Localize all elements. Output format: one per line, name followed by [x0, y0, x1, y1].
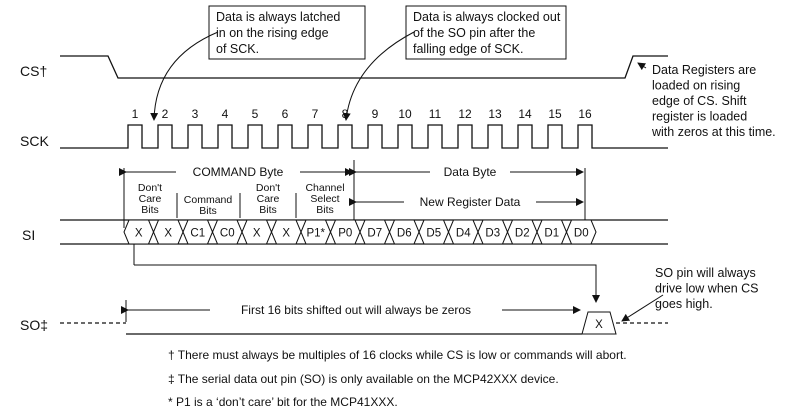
clock-number: 5	[252, 107, 259, 121]
si-bit-cell	[565, 219, 597, 245]
sck-label: SCK	[20, 133, 49, 149]
registers-note-line: edge of CS. Shift	[652, 94, 747, 108]
registers-note-line: with zeros at this time.	[651, 125, 776, 139]
sck-waveform	[60, 124, 668, 149]
footnote-1: † There must always be multiples of 16 c…	[168, 348, 627, 362]
registers-arrow	[637, 62, 647, 71]
so-low-note: SO pin will always drive low when CSgoes …	[655, 266, 759, 311]
si-bit-label: C0	[220, 228, 235, 240]
callout-latched-line: Data is always latched	[216, 10, 340, 24]
si-bit-label: D4	[456, 228, 471, 240]
field-label-dont-care-1: Bits	[141, 204, 159, 216]
so-bit: X	[595, 319, 603, 331]
field-label-command: Bits	[199, 205, 217, 217]
clock-number: 12	[458, 107, 472, 121]
clock-number: 7	[312, 107, 319, 121]
field-label-dont-care-1: Care	[139, 193, 162, 205]
callout-clocked-line: of the SO pin after the	[413, 26, 535, 40]
cs-label: CS†	[20, 63, 47, 79]
so-label: SO‡	[20, 317, 48, 333]
footnote-2: ‡ The serial data out pin (SO) is only a…	[168, 372, 559, 386]
field-label-channel: Channel	[305, 182, 344, 194]
clock-number: 2	[162, 107, 169, 121]
si-label: SI	[22, 227, 35, 243]
si-bit-label: X	[282, 228, 290, 240]
data-byte-label: Data Byte	[444, 165, 497, 179]
callout-clocked-line: falling edge of SCK.	[413, 42, 524, 56]
clock-number: 1	[132, 107, 139, 121]
si-bit-label: D7	[367, 228, 382, 240]
new-register-label: New Register Data	[420, 195, 521, 209]
callout-clocked-box	[405, 5, 567, 60]
clock-number: 13	[488, 107, 502, 121]
si-bit-label: P1*	[306, 228, 325, 240]
callout-clocked-line: Data is always clocked out	[413, 10, 561, 24]
si-to-so-arrow	[134, 264, 600, 303]
si-bit-label: D3	[485, 228, 500, 240]
clocked-arrow	[342, 31, 415, 121]
so-low-note-line: goes high.	[655, 297, 713, 311]
si-bit-label: D6	[397, 228, 412, 240]
latched-arrow	[150, 31, 219, 121]
si-bit-label: D2	[515, 228, 530, 240]
clock-number: 11	[429, 107, 442, 121]
field-label-channel: Bits	[316, 204, 334, 216]
clock-number: 6	[282, 107, 289, 121]
so-low-note-line: SO pin will always	[655, 266, 756, 280]
callout-latched-line: of SCK.	[216, 42, 259, 56]
si-bit-label: C1	[190, 228, 205, 240]
si-bit-label: D0	[574, 228, 589, 240]
si-bit-label: X	[135, 228, 143, 240]
si-bit-cells: X X C1 C0 X X P1* P0 D7 D6 D5 D4 D3 D2 D1 D0	[123, 219, 597, 245]
so-bit-cell	[581, 311, 617, 335]
callout-latched-text: Data is always latched in on the rising e…	[216, 10, 340, 56]
field-label-command: Command	[184, 194, 233, 206]
clock-number: 9	[372, 107, 379, 121]
callout-latched-box	[208, 5, 366, 60]
field-label-dont-care-2: Care	[257, 193, 280, 205]
clock-number: 14	[518, 107, 532, 121]
clock-number: 16	[578, 107, 592, 121]
si-bit-label: D1	[544, 228, 559, 240]
si-bit-label: X	[253, 228, 261, 240]
so-low-arrow	[621, 294, 664, 322]
clock-number: 3	[192, 107, 199, 121]
field-label-dont-care-2: Don't	[256, 182, 280, 194]
si-bit-label: D5	[426, 228, 441, 240]
callout-latched-line: in on the rising edge	[216, 26, 329, 40]
so-zeros-label: First 16 bits shifted out will always be…	[241, 303, 471, 317]
footnote-3: * P1 is a ‘don’t care’ bit for the MCP41…	[168, 395, 398, 409]
registers-note-line: loaded on rising	[652, 79, 740, 93]
field-label-dont-care-1: Don't	[138, 182, 162, 194]
registers-note-line: Data Registers are	[652, 63, 756, 77]
si-bit-label: P0	[338, 228, 352, 240]
clock-number: 4	[222, 107, 229, 121]
so-low-note-line: drive low when CS	[655, 282, 759, 296]
field-label-dont-care-2: Bits	[259, 204, 277, 216]
clock-number: 15	[548, 107, 562, 121]
callout-clocked-text: Data is always clocked out of the SO pin …	[413, 10, 561, 56]
cs-waveform	[60, 55, 668, 79]
field-labels: Don'tCareBitsCommandBitsDon'tCareBitsCha…	[138, 182, 345, 217]
si-bit-label: X	[164, 228, 172, 240]
field-label-channel: Select	[310, 193, 339, 205]
registers-note-line: register is loaded	[652, 110, 747, 124]
clock-number: 10	[398, 107, 412, 121]
command-byte-label: COMMAND Byte	[193, 165, 284, 179]
